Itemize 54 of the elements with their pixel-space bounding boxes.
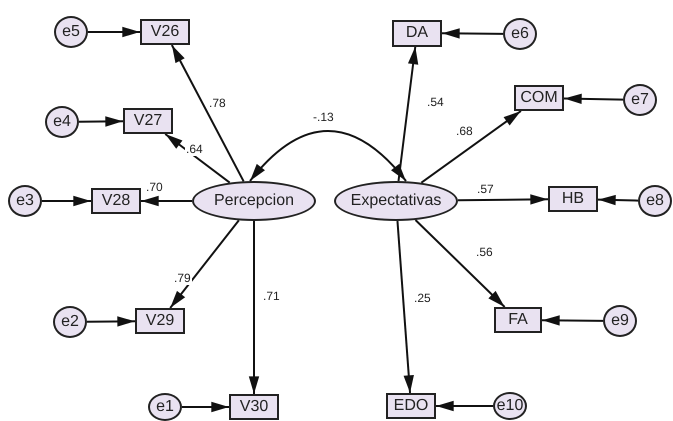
observed-variable-box: V27	[123, 108, 173, 134]
error-circle: e7	[623, 84, 657, 116]
latent-variable-ellipse: Expectativas	[334, 181, 458, 221]
edge-label: .71	[262, 290, 281, 303]
path-arrow	[542, 315, 604, 326]
error-circle: e6	[503, 18, 537, 50]
edge-label: .57	[476, 183, 495, 196]
observed-variable-box: DA	[392, 20, 442, 46]
path-arrow	[164, 133, 230, 184]
edge-label: .68	[455, 125, 474, 138]
observed-variable-box: COM	[514, 85, 564, 111]
path-arrow	[248, 221, 260, 394]
path-arrow	[141, 196, 192, 206]
path-arrow	[78, 116, 124, 127]
path-arrow	[598, 194, 638, 206]
path-arrow	[436, 400, 493, 412]
edge-label: .56	[475, 246, 494, 259]
error-circle: e9	[603, 305, 637, 337]
path-arrow	[169, 220, 240, 309]
path-arrow	[396, 220, 414, 394]
latent-variable-ellipse: Percepcion	[192, 181, 316, 221]
error-circle: e5	[54, 16, 88, 48]
path-arrow	[86, 316, 136, 327]
error-circle: e10	[493, 392, 527, 420]
path-arrow	[182, 402, 229, 412]
path-arrow	[420, 110, 522, 184]
error-circle: e8	[638, 185, 672, 217]
observed-variable-box: V29	[135, 308, 185, 334]
observed-variable-box: HB	[548, 186, 598, 212]
edge-label: .25	[413, 292, 432, 305]
path-arrow	[442, 28, 504, 39]
observed-variable-box: EDO	[386, 393, 436, 419]
edge-label: -.13	[312, 111, 335, 124]
path-arrow	[458, 194, 548, 205]
edge-label: .70	[145, 181, 164, 194]
observed-variable-box: V30	[229, 394, 279, 420]
path-arrow	[42, 196, 91, 206]
edge-label: .78	[208, 97, 227, 110]
error-circle: e1	[148, 393, 182, 421]
path-arrow	[564, 94, 624, 104]
error-circle: e3	[8, 185, 42, 217]
observed-variable-box: V28	[91, 188, 141, 214]
error-circle: e2	[53, 306, 87, 338]
edge-label: .64	[185, 143, 204, 156]
covariance-arrow	[249, 130, 407, 182]
path-arrow	[88, 26, 140, 38]
path-arrow	[398, 46, 418, 182]
edge-label: .54	[426, 96, 445, 109]
edge-label: .79	[173, 272, 192, 285]
path-arrow	[170, 44, 244, 182]
observed-variable-box: V26	[140, 19, 190, 45]
error-circle: e4	[45, 106, 79, 138]
path-arrow	[414, 219, 506, 308]
observed-variable-box: FA	[494, 307, 542, 333]
